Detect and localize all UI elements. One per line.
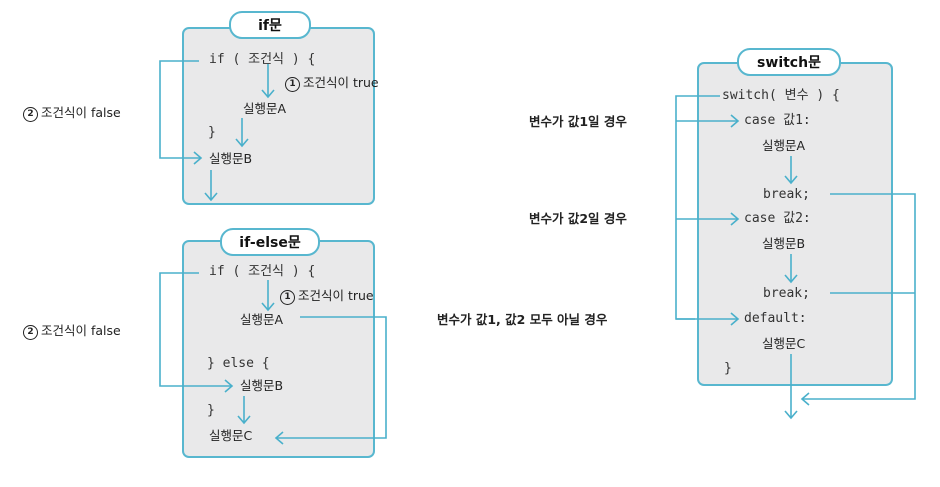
ifelse-condition-line: if ( 조건식 ) { (209, 264, 316, 279)
if-a-down-arrow (235, 118, 249, 148)
switch-label-case1: 변수가 값1일 경우 (529, 114, 627, 129)
if-statement-a: 실행문A (243, 101, 287, 116)
if-statement-b: 실행문B (209, 151, 253, 166)
switch-statement-a: 실행문A (762, 138, 806, 153)
switch-case2-arrow (676, 212, 740, 226)
step1-circle: 1 (285, 77, 300, 92)
step2-circle: 2 (23, 107, 38, 122)
switch-case1: case 값1: (744, 113, 811, 128)
switch-header-line: switch( 변수 ) { (722, 88, 840, 103)
ifelse-else-line: } else { (207, 356, 270, 371)
switch-default-arrow (676, 312, 740, 326)
ifelse-false-arrow (159, 272, 234, 393)
switch-box (697, 62, 893, 386)
switch-b-down-arrow (784, 254, 798, 284)
if-step1-text: 조건식이 true (303, 75, 379, 90)
ifelse-step1-text: 조건식이 true (298, 288, 374, 303)
if-step2-text: 조건식이 false (41, 105, 121, 120)
step1-circle: 1 (280, 290, 295, 305)
if-title: if문 (229, 11, 311, 39)
switch-case2: case 값2: (744, 211, 811, 226)
ifelse-statement-b: 실행문B (240, 378, 284, 393)
ifelse-skip-arrow (274, 316, 387, 445)
switch-break1: break; (763, 187, 810, 202)
switch-a-down-arrow (784, 156, 798, 185)
if-false-arrow (159, 60, 203, 165)
switch-close-brace: } (724, 361, 732, 376)
ifelse-title: if-else문 (220, 228, 320, 256)
if-exit-arrow (204, 170, 218, 202)
switch-exit-arrow (784, 354, 798, 420)
ifelse-b-down-arrow (237, 396, 251, 425)
if-true-arrow (261, 64, 275, 99)
switch-default: default: (744, 311, 807, 326)
switch-title: switch문 (737, 48, 841, 76)
switch-break2: break; (763, 286, 810, 301)
ifelse-true-arrow (261, 280, 275, 312)
switch-break-exit-line (800, 193, 916, 406)
ifelse-close-brace: } (207, 403, 215, 418)
step2-circle: 2 (23, 325, 38, 340)
ifelse-step2-text: 조건식이 false (41, 323, 121, 338)
switch-entry-bracket (675, 95, 720, 320)
ifelse-box (182, 240, 375, 458)
switch-statement-b: 실행문B (762, 236, 806, 251)
switch-case1-arrow (676, 114, 740, 128)
if-close-brace: } (208, 125, 216, 140)
switch-statement-c: 실행문C (762, 336, 806, 351)
if-condition-line: if ( 조건식 ) { (209, 52, 316, 67)
ifelse-statement-a: 실행문A (240, 312, 284, 327)
ifelse-statement-c: 실행문C (209, 428, 253, 443)
switch-label-default: 변수가 값1, 값2 모두 아닐 경우 (437, 312, 608, 327)
if-box (182, 27, 375, 205)
switch-label-case2: 변수가 값2일 경우 (529, 211, 627, 226)
